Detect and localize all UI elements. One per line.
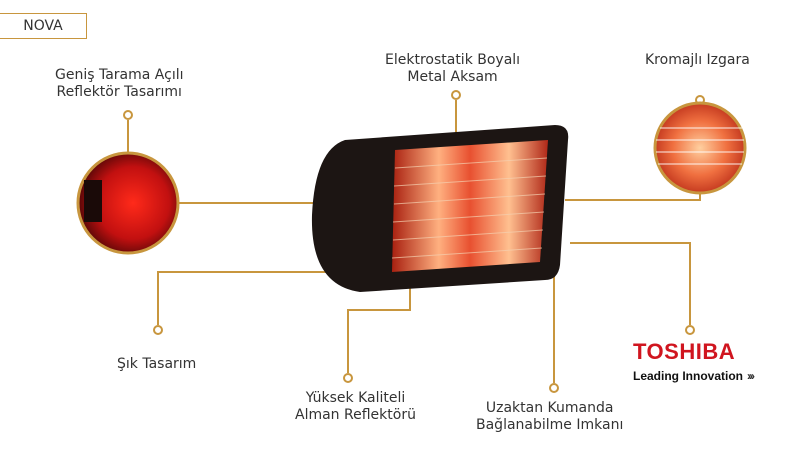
- feature-line: Uzaktan Kumanda: [485, 400, 614, 416]
- chevrons-icon: ›››: [747, 369, 755, 383]
- feature-painted-metal: Elektrostatik Boyalı Metal Aksam: [385, 52, 520, 86]
- feature-remote-control: Uzaktan Kumanda Bağlanabilme Imkanı: [476, 400, 623, 434]
- feature-line: Yüksek Kaliteli: [305, 390, 406, 406]
- feature-line: Elektrostatik Boyalı: [385, 52, 521, 68]
- feature-line: Reflektör Tasarımı: [56, 84, 182, 100]
- feature-line: Bağlanabilme Imkanı: [476, 417, 624, 433]
- reflector-detail-image: [76, 151, 180, 255]
- heater-image: [311, 125, 569, 292]
- brand-tagline: Leading Innovation ›››: [633, 369, 755, 383]
- grill-detail-image: [653, 101, 747, 195]
- feature-line: Geniş Tarama Açılı: [55, 67, 184, 83]
- model-label: NOVA: [0, 13, 87, 39]
- feature-german-reflector: Yüksek Kaliteli Alman Reflektörü: [295, 390, 416, 424]
- feature-chrome-grill: Kromajlı Izgara: [645, 52, 750, 68]
- tagline-text: Leading Innovation: [633, 369, 743, 383]
- callout-dots: [123, 90, 705, 393]
- feature-line: Metal Aksam: [407, 69, 498, 85]
- brand-name: TOSHIBA: [633, 339, 736, 364]
- feature-reflector-design: Geniş Tarama Açılı Reflektör Tasarımı: [55, 67, 183, 101]
- feature-line: Alman Reflektörü: [295, 407, 416, 423]
- feature-stylish-design: Şık Tasarım: [117, 356, 197, 372]
- toshiba-logo: TOSHIBA Leading Innovation ›››: [633, 339, 755, 384]
